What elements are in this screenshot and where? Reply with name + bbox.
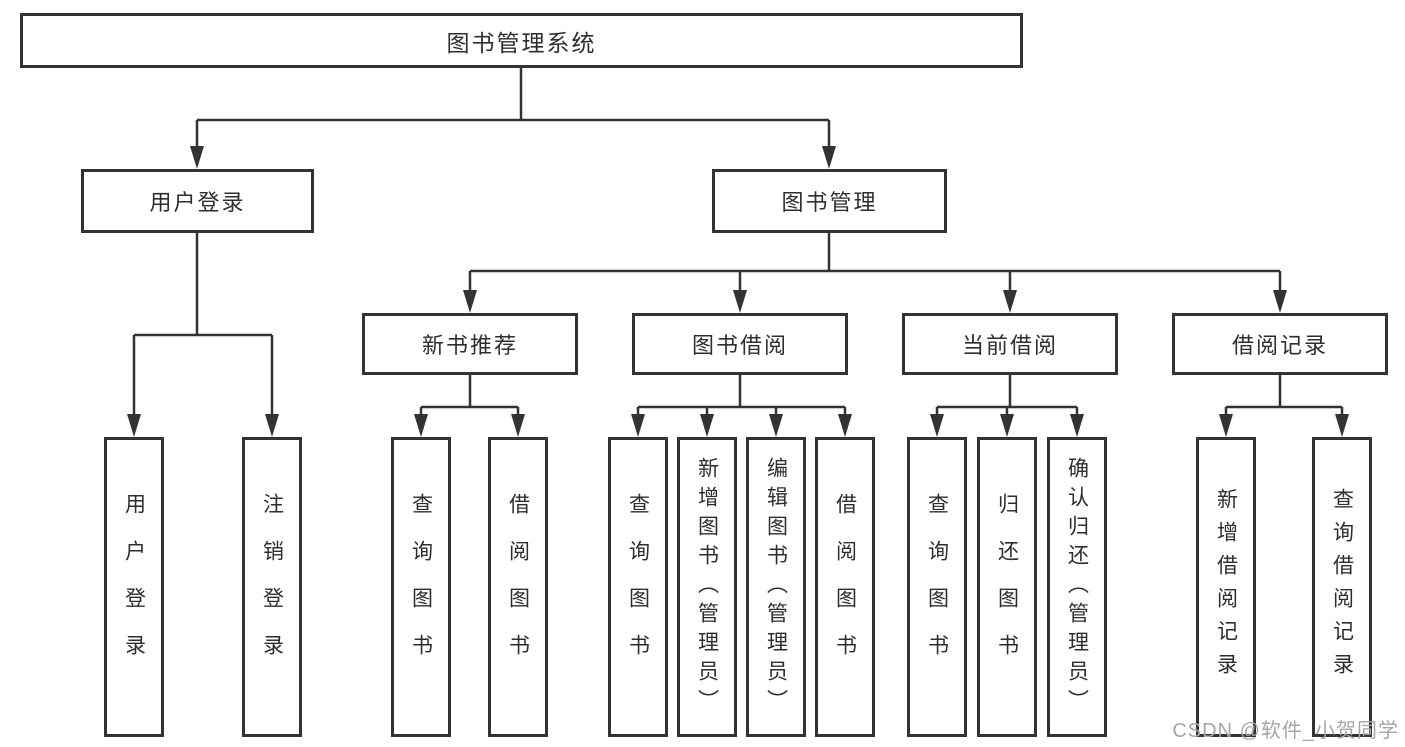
arrow-down-icon [511,414,525,437]
arrow-down-icon [265,414,279,437]
arrowheads [127,146,1349,437]
node-label: 图书借阅 [691,333,788,358]
node-label: 图书管理系统 [446,29,597,56]
tree-node-new-book-recommend: 新书推荐 [362,313,578,375]
watermark: CSDN @软件_小贺同学 [1172,720,1399,742]
node-label: 图书管理 [781,190,878,215]
leaf-add-book-admin: 新增图书（管理员） [677,437,737,737]
arrow-down-icon [1273,290,1287,313]
connector-newbook-to-leaves [419,375,520,418]
arrow-down-icon [1335,414,1349,437]
arrow-down-icon [1003,290,1017,313]
node-label: 确认归还（管理员） [1065,456,1089,718]
connector-bookborrow-to-leaves [636,375,847,418]
arrow-down-icon [463,290,477,313]
arrow-down-icon [1000,414,1014,437]
connector-bookmgmt-to-level3 [468,233,1282,294]
tree-node-library-management-system: 图书管理系统 [20,13,1023,68]
arrow-down-icon [822,146,836,169]
node-label: 查询图书 [626,493,650,681]
arrow-down-icon [930,414,944,437]
node-label: 查询图书 [925,493,949,681]
leaf-query-borrow-record: 查询借阅记录 [1312,437,1372,737]
leaf-query-books-borrow: 查询图书 [608,437,668,737]
connector-lines [132,68,1344,418]
leaf-return-book: 归还图书 [977,437,1037,737]
node-label: 编辑图书（管理员） [764,456,788,718]
node-label: 新增图书（管理员） [695,456,719,718]
leaf-borrow-books: 借阅图书 [815,437,875,737]
arrow-down-icon [1219,414,1233,437]
tree-node-current-borrow: 当前借阅 [902,313,1118,375]
node-label: 借阅图书 [506,493,530,681]
node-label: 新增借阅记录 [1214,488,1238,686]
arrow-down-icon [838,414,852,437]
leaf-edit-book-admin: 编辑图书（管理员） [746,437,806,737]
node-label: 当前借阅 [961,333,1058,358]
leaf-add-borrow-record: 新增借阅记录 [1196,437,1256,737]
tree-node-book-borrow: 图书借阅 [632,313,848,375]
tree-node-book-management: 图书管理 [712,169,947,233]
node-label: 查询借阅记录 [1330,488,1354,686]
leaf-query-books-current: 查询图书 [907,437,967,737]
node-label: 借阅记录 [1231,333,1328,358]
arrow-down-icon [127,414,141,437]
node-label: 用户登录 [122,493,146,681]
node-label: 新书推荐 [421,333,518,358]
arrow-down-icon [733,290,747,313]
leaf-user-login: 用户登录 [104,437,164,737]
connector-root-to-level2 [195,68,831,150]
arrow-down-icon [1070,414,1084,437]
tree-node-borrow-records: 借阅记录 [1172,313,1388,375]
node-label: 注销登录 [260,493,284,681]
leaf-logout: 注销登录 [242,437,302,737]
connector-currentborrow-to-leaves [935,375,1079,418]
arrow-down-icon [700,414,714,437]
arrow-down-icon [190,146,204,169]
arrow-down-icon [769,414,783,437]
node-label: 查询图书 [409,493,433,681]
leaf-confirm-return-admin: 确认归还（管理员） [1047,437,1107,737]
leaf-query-books-recommend: 查询图书 [391,437,451,737]
tree-node-user-login: 用户登录 [81,169,314,233]
connector-records-to-leaves [1224,375,1344,418]
arrow-down-icon [414,414,428,437]
node-label: 归还图书 [995,493,1019,681]
node-label: 用户登录 [149,190,246,215]
node-label: 借阅图书 [833,493,857,681]
leaf-borrow-books-recommend: 借阅图书 [488,437,548,737]
arrow-down-icon [631,414,645,437]
connector-userlogin-to-leaves [132,233,274,418]
